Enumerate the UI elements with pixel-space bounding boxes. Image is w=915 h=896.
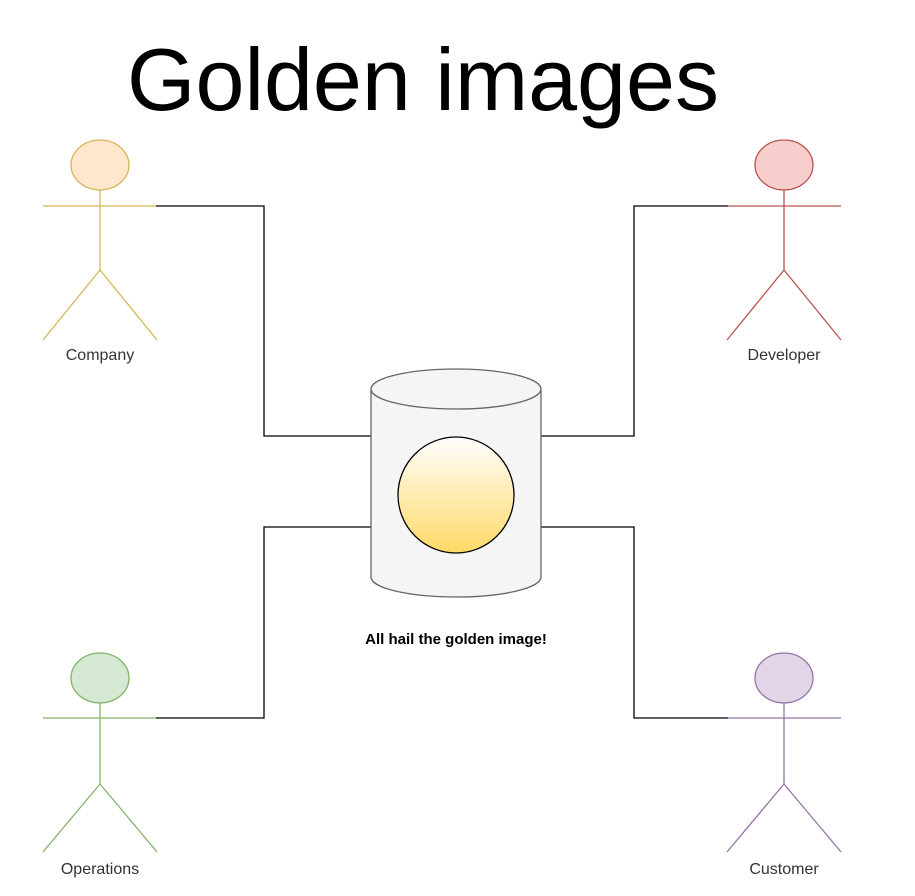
golden-image-icon <box>397 436 515 554</box>
connector-company <box>156 205 372 437</box>
actor-customer-label: Customer <box>749 861 819 878</box>
actor-operations-head <box>70 652 130 704</box>
actor-developer <box>726 139 842 341</box>
actor-company-head <box>70 139 130 191</box>
actor-developer-head <box>754 139 814 191</box>
actor-company-label: Company <box>65 347 135 364</box>
actor-operations <box>42 652 158 853</box>
actor-developer-label: Developer <box>747 347 821 364</box>
actor-customer-head <box>754 652 814 704</box>
page-title: Golden images <box>127 30 719 129</box>
actor-operations-label: Operations <box>60 861 140 878</box>
golden-image-cylinder <box>370 368 542 598</box>
golden-image-label: All hail the golden image! <box>365 631 547 648</box>
actor-customer <box>726 652 842 853</box>
connector-customer <box>541 526 728 719</box>
cylinder-top <box>370 368 542 410</box>
connector-operations <box>156 526 372 719</box>
actor-company <box>42 139 158 341</box>
connectors <box>156 205 728 719</box>
connector-developer <box>541 205 728 437</box>
